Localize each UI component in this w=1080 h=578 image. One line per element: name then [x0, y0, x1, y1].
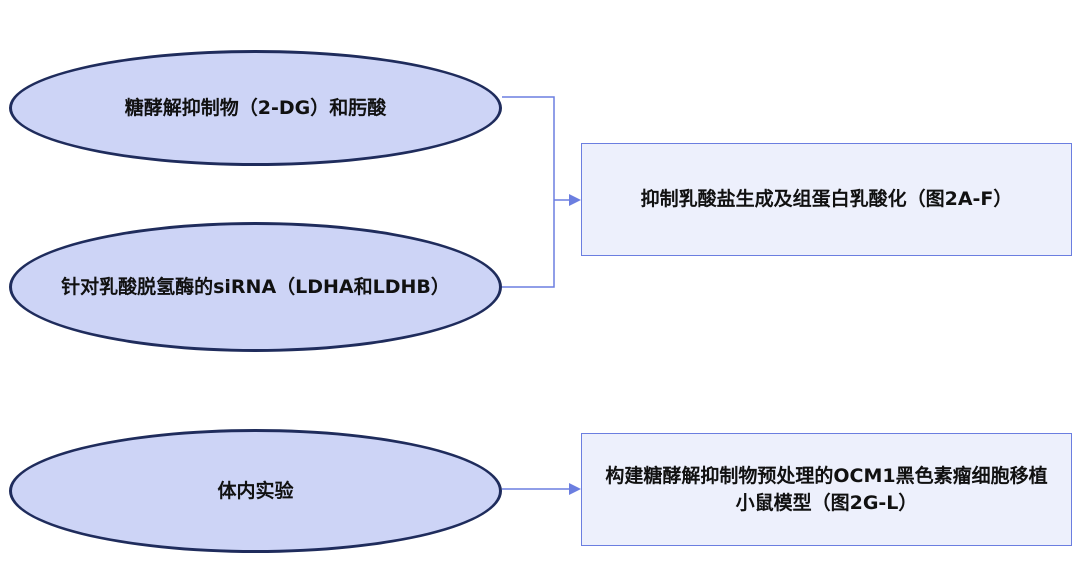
node-glycolysis-inhibitor: 糖酵解抑制物（2-DG）和肟酸 [9, 50, 502, 166]
result-box-lactylation: 抑制乳酸盐生成及组蛋白乳酸化（图2A-F） [581, 143, 1072, 256]
result-box-mouse-model: 构建糖酵解抑制物预处理的OCM1黑色素瘤细胞移植小鼠模型（图2G-L） [581, 433, 1072, 546]
node-label: 针对乳酸脱氢酶的siRNA（LDHA和LDHB） [61, 275, 450, 298]
node-label: 体内实验 [217, 479, 294, 502]
node-ldh-sirna: 针对乳酸脱氢酶的siRNA（LDHA和LDHB） [9, 222, 502, 352]
node-label: 糖酵解抑制物（2-DG）和肟酸 [124, 96, 387, 119]
connector-ellipse2-bracket [502, 200, 555, 288]
box-label: 构建糖酵解抑制物预处理的OCM1黑色素瘤细胞移植小鼠模型（图2G-L） [605, 464, 1048, 514]
box-label: 抑制乳酸盐生成及组蛋白乳酸化（图2A-F） [640, 188, 1013, 211]
connector-ellipse1-bracket [502, 96, 555, 200]
node-in-vivo-experiment: 体内实验 [9, 429, 502, 553]
